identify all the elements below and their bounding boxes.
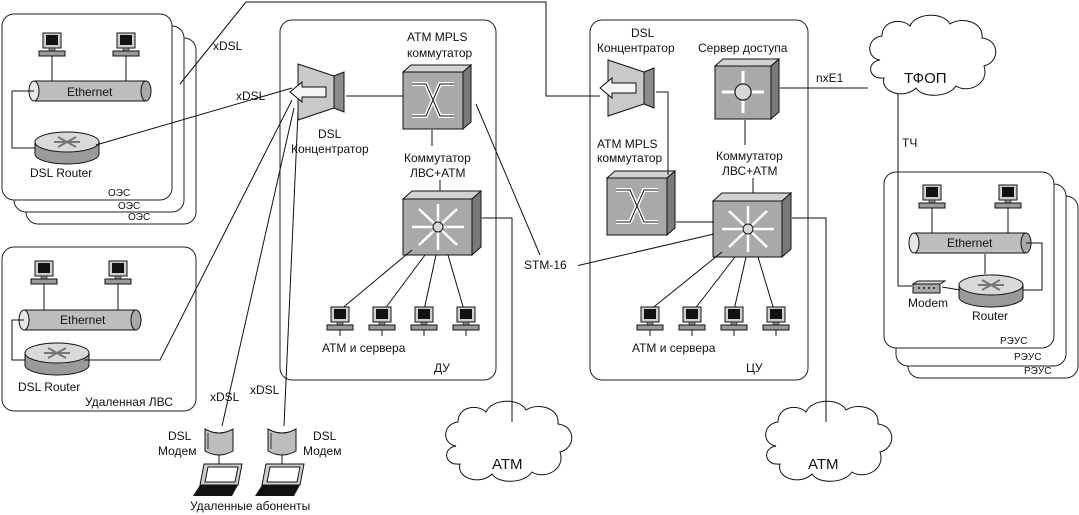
remote-modem-right-line-2: Модем [303, 444, 341, 458]
reus-label-2: РЭУС [1014, 352, 1041, 363]
stm16-label-bg [522, 256, 578, 272]
reus-ethernet-label: Ethernet [947, 236, 993, 250]
remote-modem-right-line-1: DSL [313, 429, 337, 443]
remote-laptop-left [192, 463, 243, 497]
reus-group: РЭУС РЭУС РЭУС Ethernet Router Modem [883, 171, 1079, 379]
reus-label-1: РЭУС [1000, 336, 1027, 347]
du-lan-atm-line-2: ЛВС+АТМ [410, 166, 466, 180]
du-mpls-line-1: ATM MPLS [407, 30, 467, 44]
remote-dsl-modem-left [204, 428, 234, 456]
atm-cloud-right-label: АТМ [808, 456, 839, 473]
remote-lan-dsl-router [24, 342, 90, 376]
remote-subscribers-group: DSL Модем DSL Модем Удаленные абоненты [158, 428, 341, 513]
cu-mpls-line-2: коммутатор [597, 151, 663, 165]
xdsl-label-mid: xDSL [236, 89, 266, 103]
oes-label-3: ОЭС [128, 212, 150, 223]
oes-ethernet-label: Ethernet [67, 85, 113, 99]
remote-lan-label: Удаленная ЛВС [85, 395, 173, 409]
oes-group: ОЭС ОЭС ОЭС Ethernet DSL Router [1, 13, 197, 225]
network-links [84, 1, 912, 427]
cu-concentrator-line-2: Концентратор [597, 41, 675, 55]
nxe1-label: nxE1 [816, 71, 844, 85]
reus-router [958, 274, 1024, 308]
xdsl-label-right: xDSL [250, 383, 280, 397]
reus-router-label: Router [972, 309, 1008, 323]
cu-access-server-label: Сервер доступа [698, 41, 788, 55]
du-concentrator-line-1: DSL [318, 127, 342, 141]
du-group: ДУ DSL Концентратор ATM MPLS коммутатор … [279, 19, 497, 381]
xdsl-label-left: xDSL [210, 390, 240, 404]
remote-subscribers-caption: Удаленные абоненты [190, 499, 310, 513]
atm-cloud-right [765, 400, 893, 482]
remote-lan-ethernet-label: Ethernet [60, 313, 106, 327]
remote-modem-left-line-2: Модем [158, 444, 196, 458]
remote-modem-left-line-1: DSL [168, 429, 192, 443]
cu-mpls-line-1: ATM MPLS [597, 137, 657, 151]
stm16-label: STM-16 [524, 258, 567, 272]
reus-label-3: РЭУС [1024, 366, 1051, 377]
pstn-label: ТФОП [904, 70, 947, 87]
pstn-cloud [869, 14, 997, 96]
reus-modem-label: Modem [908, 296, 948, 310]
cu-servers-label: АТМ и сервера [632, 341, 716, 355]
cu-concentrator-line-1: DSL [631, 26, 655, 40]
cu-server-links [649, 251, 775, 311]
du-mpls-line-2: коммутатор [407, 46, 473, 60]
reus-frame-1 [883, 171, 1055, 349]
cu-access-server [714, 58, 780, 120]
oes-router-label: DSL Router [30, 166, 92, 180]
remote-dsl-modem-right [267, 428, 297, 456]
atm-cloud-left-label: АТМ [492, 456, 523, 473]
remote-lan-router-label: DSL Router [18, 380, 80, 394]
du-servers-label: АТМ и сервера [322, 341, 406, 355]
oes-label-2: ОЭС [118, 201, 140, 212]
oes-dsl-router [34, 131, 100, 165]
du-atm-mpls-switch [402, 64, 472, 130]
remote-laptop-right [254, 463, 305, 497]
tch-label: ТЧ [902, 136, 917, 150]
remote-lan-group: Удаленная ЛВС Ethernet DSL Router [1, 246, 197, 412]
cu-group: ЦУ DSL Концентратор ATM MPLS коммутатор … [589, 19, 809, 381]
cu-lan-atm-line-1: Коммутатор [716, 149, 783, 163]
du-label: ДУ [434, 361, 450, 375]
reus-modem [912, 280, 946, 294]
atm-cloud-left [445, 400, 573, 482]
du-concentrator-line-2: Концентратор [291, 142, 369, 156]
du-lan-atm-line-1: Коммутатор [404, 151, 471, 165]
cu-atm-mpls-switch [606, 170, 676, 236]
xdsl-label-top: xDSL [213, 39, 243, 53]
cu-lan-atm-switch [712, 192, 792, 258]
oes-label-1: ОЭС [108, 188, 130, 199]
cu-label: ЦУ [746, 361, 763, 375]
cu-lan-atm-line-2: ЛВС+АТМ [722, 164, 778, 178]
du-server-links [339, 249, 465, 311]
du-lan-atm-switch [402, 190, 482, 256]
